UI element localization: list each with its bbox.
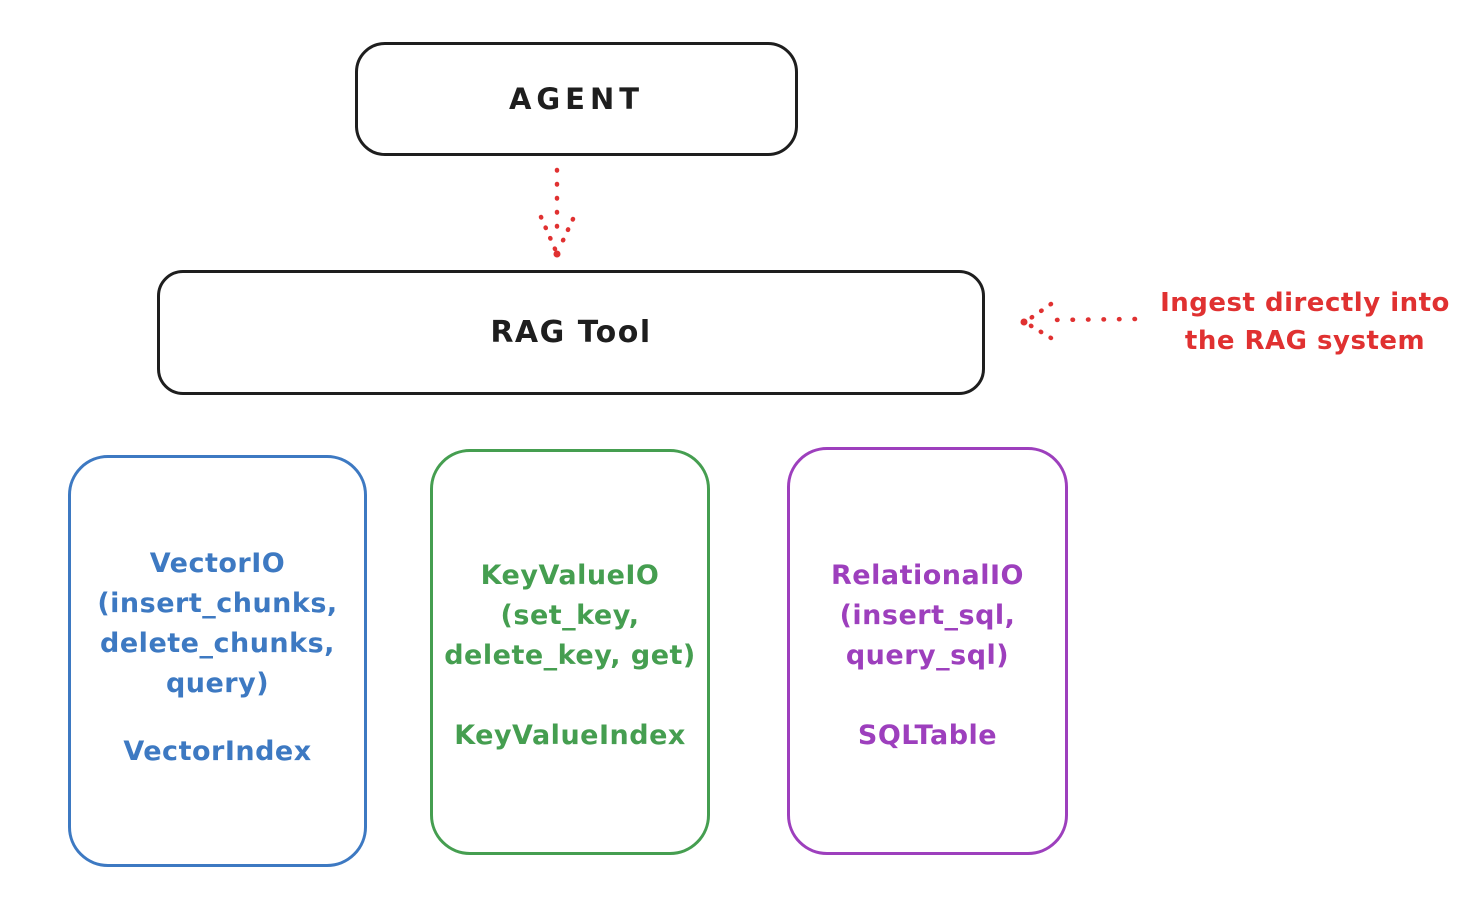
keyvalue-index-label: KeyValueIndex [454, 720, 686, 751]
keyvalue-io-node: KeyValueIO (set_key, delete_key, get) Ke… [430, 449, 710, 855]
keyvalue-io-methods: KeyValueIO (set_key, delete_key, get) [433, 452, 707, 676]
arrow-ingest-to-rag-icon [1020, 301, 1138, 341]
sql-table-label: SQLTable [857, 720, 998, 751]
ingest-annotation-line2: the RAG system [1184, 326, 1426, 356]
node-text-line: (insert_chunks, [97, 588, 338, 619]
ingest-annotation: Ingest directly into the RAG system [1140, 284, 1470, 360]
arrow-agent-to-rag-icon [538, 167, 576, 258]
rag-tool-label: RAG Tool [490, 315, 652, 350]
agent-label: AGENT [508, 82, 645, 116]
ingest-annotation-line1: Ingest directly into [1160, 288, 1450, 318]
rag-tool-node: RAG Tool [157, 270, 985, 395]
node-text-line: RelationalIO [831, 560, 1024, 591]
node-text-line: VectorIO [149, 548, 286, 579]
vector-io-methods: VectorIO (insert_chunks, delete_chunks, … [71, 458, 364, 704]
agent-node: AGENT [355, 42, 798, 156]
vector-index-label: VectorIndex [123, 736, 312, 767]
node-text-line: query_sql) [845, 640, 1010, 671]
relational-io-methods: RelationalIO (insert_sql, query_sql) [790, 450, 1065, 676]
node-text-line: (set_key, [500, 600, 640, 631]
node-text-line: delete_chunks, [100, 628, 335, 659]
node-text-line: delete_key, get) [444, 640, 696, 671]
node-text-line: query) [165, 668, 270, 699]
relational-io-node: RelationalIO (insert_sql, query_sql) SQL… [787, 447, 1068, 855]
vector-io-node: VectorIO (insert_chunks, delete_chunks, … [68, 455, 367, 867]
node-text-line: (insert_sql, [839, 600, 1016, 631]
node-text-line: KeyValueIO [480, 560, 660, 591]
